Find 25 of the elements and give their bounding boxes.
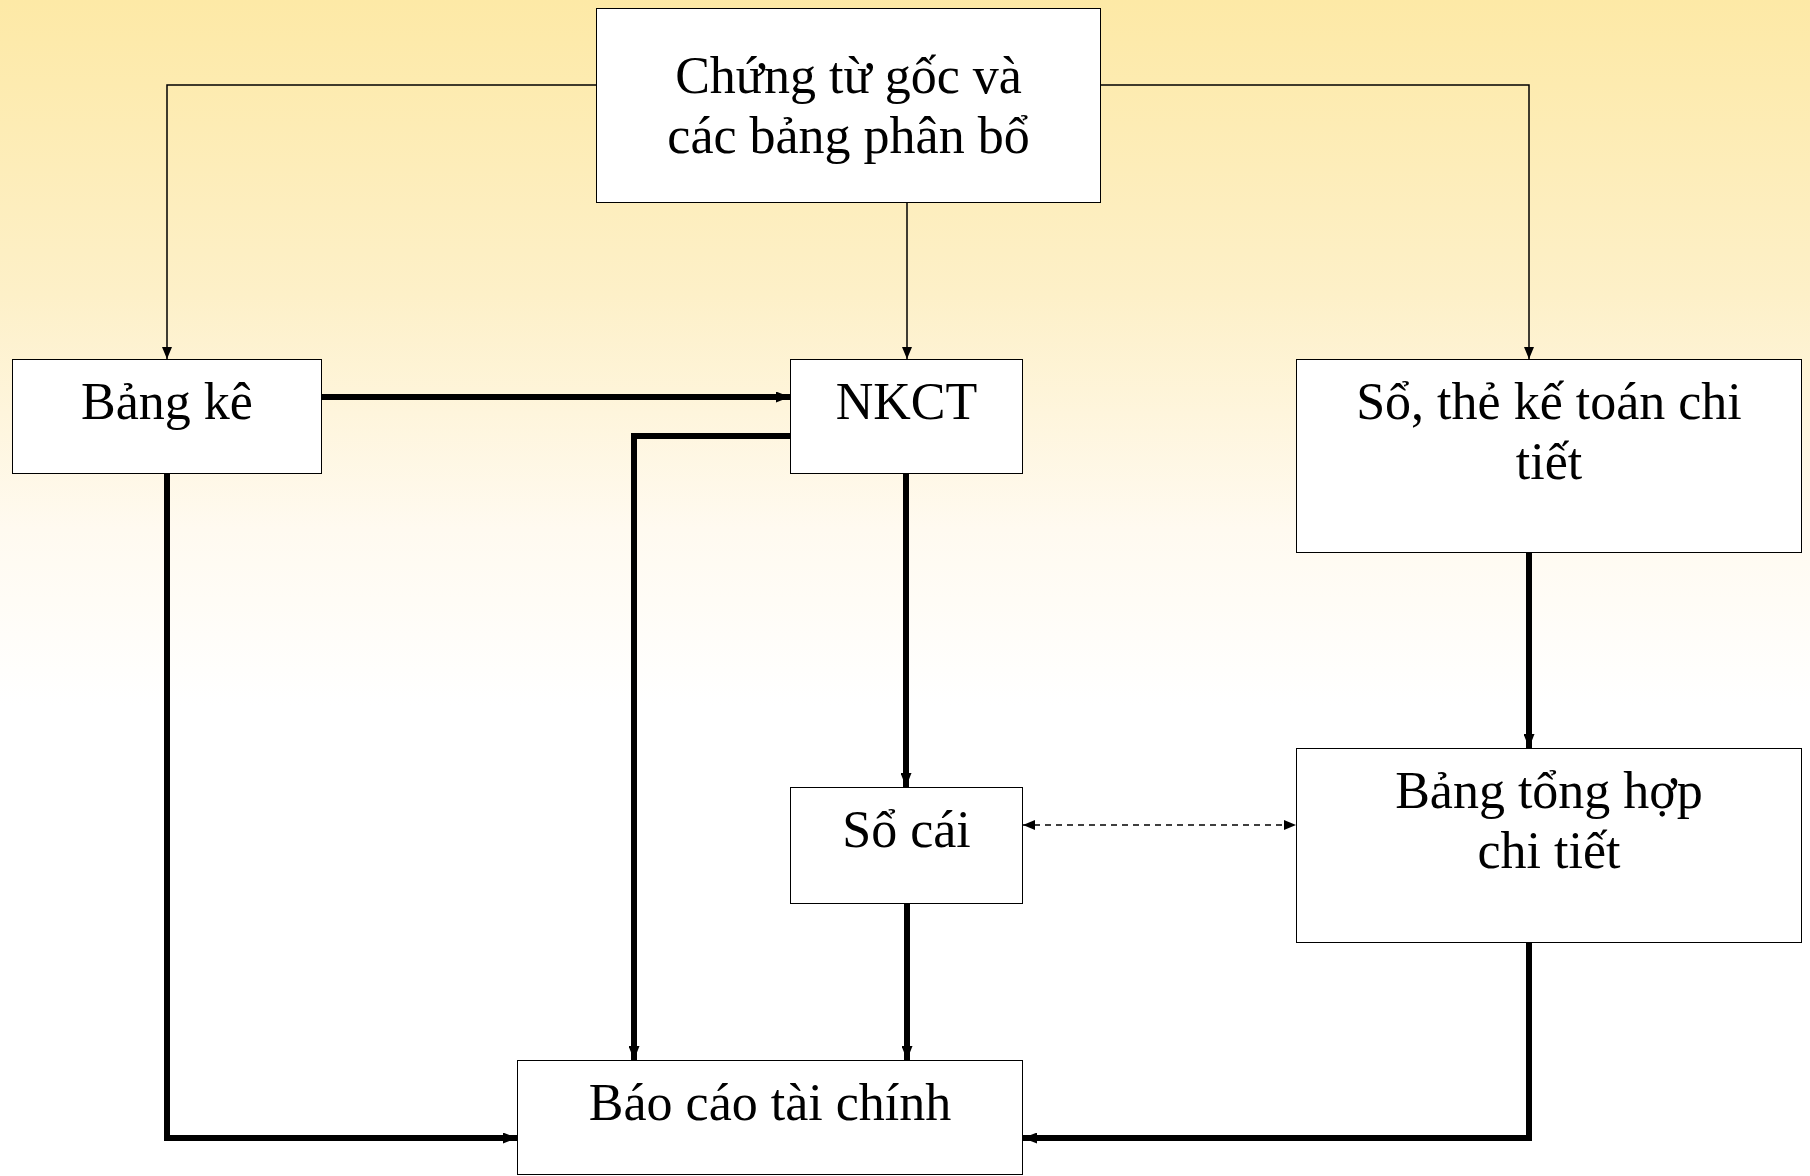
arrow <box>162 84 597 360</box>
box-label: Bảng kê <box>81 372 253 432</box>
arrow <box>628 433 790 1060</box>
box-label: Bảng tổng hợp chi tiết <box>1394 761 1704 881</box>
arrow <box>1523 553 1535 748</box>
process-box <box>1296 359 1802 553</box>
box-label: Báo cáo tài chính <box>588 1073 952 1133</box>
arrow <box>900 474 912 787</box>
process-box <box>790 359 1023 474</box>
process-box <box>517 1060 1023 1175</box>
arrow <box>1022 820 1297 830</box>
box-label: Sổ cái <box>842 800 971 860</box>
arrow <box>1023 943 1532 1144</box>
box-label: Chứng từ gốc và các bảng phân bổ <box>667 45 1030 166</box>
arrow <box>164 474 517 1144</box>
arrow <box>322 391 790 403</box>
process-box <box>1296 748 1802 943</box>
arrow <box>902 202 912 360</box>
arrow <box>1100 84 1534 360</box>
box-label: NKCT <box>835 372 978 432</box>
arrow <box>901 904 913 1060</box>
process-box <box>790 787 1023 904</box>
process-box <box>12 359 322 474</box>
box-label: Sổ, thẻ kế toán chi tiết <box>1355 372 1743 492</box>
process-box <box>596 8 1101 203</box>
